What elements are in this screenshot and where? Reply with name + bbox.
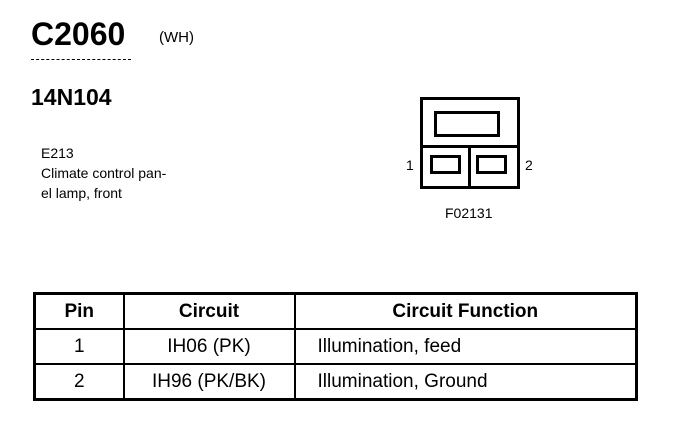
cell-circuit: IH96 (PK/BK) bbox=[122, 363, 296, 401]
table-row: 1 IH06 (PK) Illumination, feed bbox=[33, 328, 638, 365]
table-row: 2 IH96 (PK/BK) Illumination, Ground bbox=[33, 363, 638, 401]
figure-code: F02131 bbox=[445, 205, 493, 221]
component-description-line-1: Climate control pan- bbox=[41, 165, 167, 181]
cell-circuit-function: Illumination, feed bbox=[293, 328, 638, 365]
header-pin: Pin bbox=[33, 292, 125, 330]
pin-table-header-row: Pin Circuit Circuit Function bbox=[33, 292, 638, 330]
cell-circuit-function: Illumination, Ground bbox=[293, 363, 638, 401]
cell-pin: 2 bbox=[33, 363, 125, 401]
component-code: E213 bbox=[41, 145, 74, 161]
connector-pin-cavity-1 bbox=[430, 155, 461, 174]
component-description-line-2: el lamp, front bbox=[41, 185, 122, 201]
pin-label-1: 1 bbox=[406, 157, 414, 173]
connector-id-underline bbox=[31, 59, 131, 60]
header-circuit-function: Circuit Function bbox=[293, 292, 638, 330]
connector-divider-vertical bbox=[468, 145, 471, 189]
pin-table: Pin Circuit Circuit Function 1 IH06 (PK)… bbox=[33, 292, 638, 401]
connector-id: C2060 bbox=[31, 16, 126, 52]
connector-color: (WH) bbox=[159, 29, 194, 46]
connector-pin-cavity-2 bbox=[476, 155, 507, 174]
part-number: 14N104 bbox=[31, 84, 112, 110]
cell-pin: 1 bbox=[33, 328, 125, 365]
connector-face-diagram bbox=[420, 97, 520, 189]
connector-latch-slot bbox=[434, 111, 500, 137]
pin-label-2: 2 bbox=[525, 157, 533, 173]
cell-circuit: IH06 (PK) bbox=[122, 328, 296, 365]
header-circuit: Circuit bbox=[122, 292, 296, 330]
